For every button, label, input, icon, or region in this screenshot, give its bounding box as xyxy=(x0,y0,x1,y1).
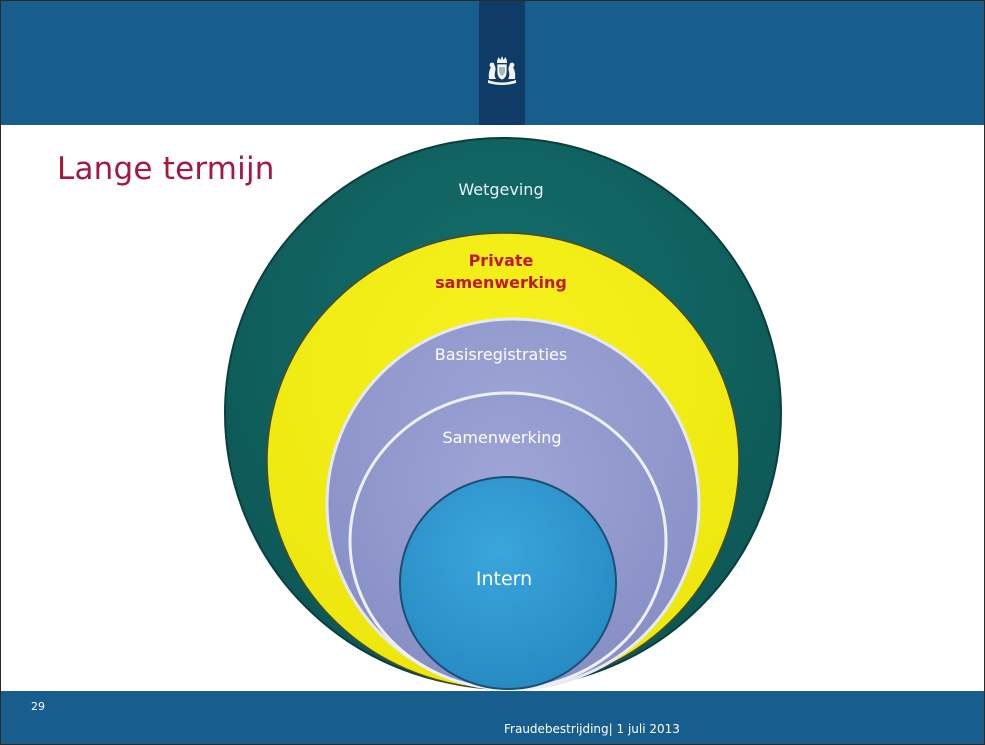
header-band xyxy=(1,1,984,125)
coat-of-arms-icon xyxy=(488,56,516,85)
footer-text: Fraudebestrijding| 1 juli 2013 xyxy=(504,722,680,736)
slide-title: Lange termijn xyxy=(57,151,275,187)
logo-tab xyxy=(479,1,525,125)
ring-intern xyxy=(399,476,617,690)
ring-label-private-line1: Private xyxy=(469,251,534,270)
ring-label-wetgeving: Wetgeving xyxy=(458,180,543,199)
ring-label-intern: Intern xyxy=(476,568,532,590)
ring-label-basisregistraties: Basisregistraties xyxy=(435,345,567,364)
page-number: 29 xyxy=(31,700,45,713)
ring-label-private-line2: samenwerking xyxy=(435,273,567,292)
nested-circles-diagram: Wetgeving Private samenwerking Basisregi… xyxy=(224,137,782,691)
ring-label-samenwerking: Samenwerking xyxy=(442,428,561,447)
footer-band: 29 Fraudebestrijding| 1 juli 2013 xyxy=(1,691,984,744)
